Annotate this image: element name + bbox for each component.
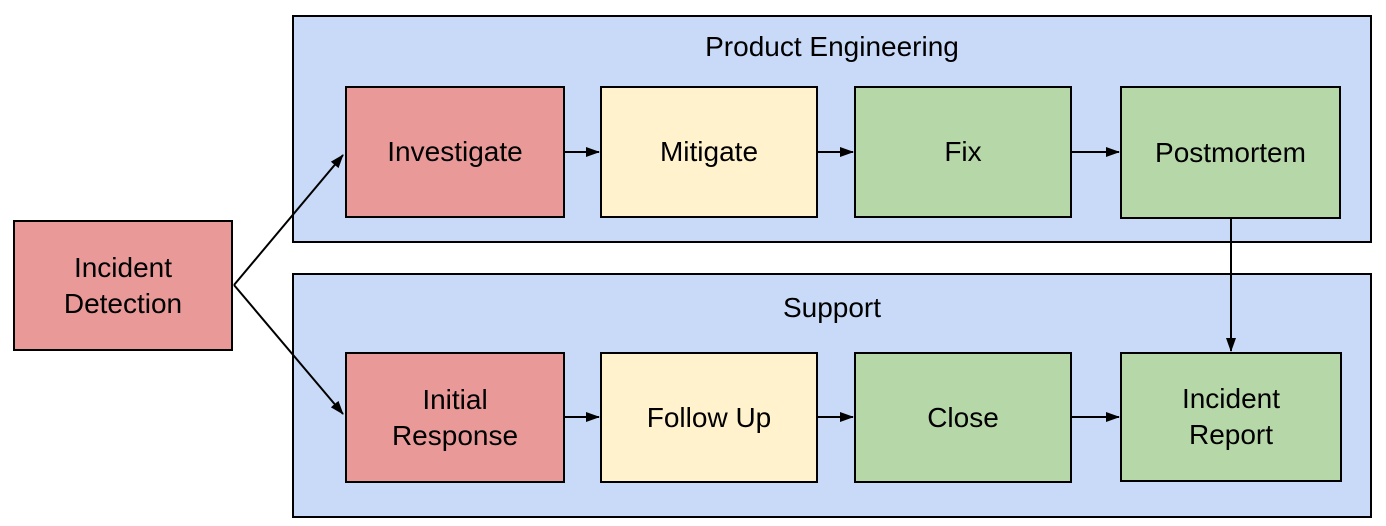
node-follow-up-label: Follow Up (646, 401, 772, 433)
node-investigate: Investigate (345, 86, 565, 218)
node-follow-up: Follow Up (600, 352, 818, 483)
node-investigate-label: Investigate (387, 136, 523, 167)
node-incident-detection-label: Incident Detection (63, 251, 183, 319)
node-fix: Fix (854, 86, 1072, 218)
node-postmortem-label: Postmortem (1155, 136, 1306, 168)
node-mitigate-label: Mitigate (659, 136, 759, 167)
node-mitigate: Mitigate (600, 86, 818, 218)
node-incident-report-label: Incident Report (1181, 383, 1281, 450)
node-incident-detection: Incident Detection (13, 220, 233, 351)
node-incident-report: Incident Report (1120, 352, 1342, 482)
lane-title-support: Support (782, 292, 882, 323)
lane-title-product-engineering: Product Engineering (705, 31, 959, 62)
node-fix-label: Fix (944, 136, 982, 167)
node-close-label: Close (927, 401, 999, 433)
node-initial-response: Initial Response (345, 352, 565, 483)
node-postmortem: Postmortem (1120, 86, 1341, 219)
node-close: Close (854, 352, 1072, 483)
node-initial-response-label: Initial Response (391, 383, 519, 451)
